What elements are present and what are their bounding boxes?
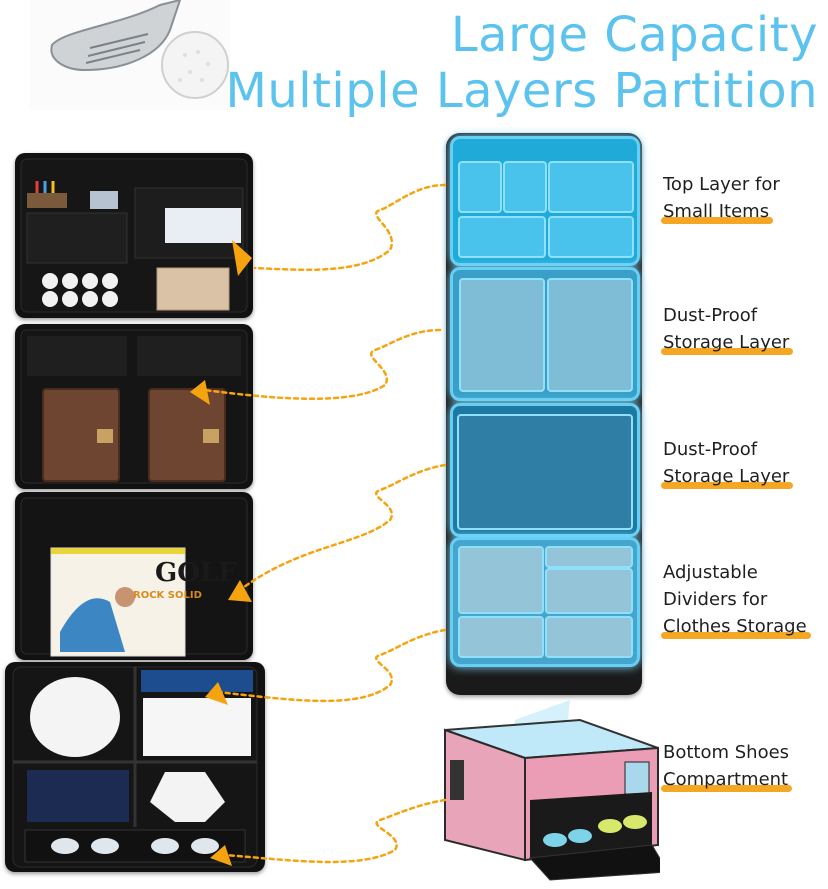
- left-layer-clothes: [5, 662, 265, 872]
- label-top-layer-line1: Top Layer for: [663, 174, 780, 195]
- tray-cell: [545, 568, 633, 614]
- tray-cell: [547, 278, 633, 392]
- label-adjustable-line1: Adjustable: [663, 562, 758, 583]
- tray-dust-proof-2: [450, 403, 640, 537]
- label-top-layer-line2: Small Items: [660, 198, 774, 225]
- label-dust-proof-1-line2: Storage Layer: [660, 329, 794, 356]
- label-dust-proof-2-line2: Storage Layer: [660, 463, 794, 490]
- tray-cell: [545, 616, 633, 658]
- tray-cell: [458, 216, 546, 258]
- left-layer-magazine: GOLF ROCK SOLID: [15, 492, 253, 660]
- magazine-cover-line: ROCK SOLID: [133, 590, 202, 601]
- tray-cell: [548, 161, 634, 213]
- tray-cell: [545, 546, 633, 568]
- label-top-layer: Top Layer for Small Items: [660, 171, 780, 225]
- label-bottom-shoes: Bottom Shoes Compartment: [660, 739, 793, 793]
- label-dust-proof-2: Dust-Proof Storage Layer: [660, 436, 794, 490]
- label-dust-proof-1: Dust-Proof Storage Layer: [660, 302, 794, 356]
- pink-shoe-bag-image: [430, 700, 669, 885]
- tray-cell: [548, 216, 634, 258]
- label-dust-proof-2-line1: Dust-Proof: [663, 439, 758, 460]
- label-dust-proof-1-line1: Dust-Proof: [663, 305, 758, 326]
- tray-cell: [458, 161, 502, 213]
- label-bottom-shoes-line2: Compartment: [660, 766, 793, 793]
- tray-cell: [458, 546, 544, 614]
- tray-cell: [457, 414, 633, 530]
- tray-dust-proof-1: [450, 267, 640, 401]
- tray-cell: [459, 278, 545, 392]
- left-layer-notebooks: [15, 324, 253, 489]
- golf-club-image: [30, 0, 230, 110]
- title-line-1: Large Capacity: [450, 7, 818, 63]
- magazine-title: GOLF: [155, 558, 237, 588]
- tray-cell: [458, 616, 544, 658]
- label-bottom-shoes-line1: Bottom Shoes: [663, 742, 790, 763]
- left-layer-small-items: [15, 153, 253, 318]
- label-adjustable-line2: Dividers for: [663, 589, 768, 610]
- tray-adjustable-dividers: [450, 537, 640, 667]
- label-adjustable-line3: Clothes Storage: [661, 613, 811, 640]
- label-adjustable-dividers: Adjustable Dividers for Clothes Storage: [661, 559, 811, 640]
- title-line-2: Multiple Layers Partition: [225, 63, 818, 119]
- tray-top-small-items: [450, 136, 640, 266]
- tray-cell: [503, 161, 547, 213]
